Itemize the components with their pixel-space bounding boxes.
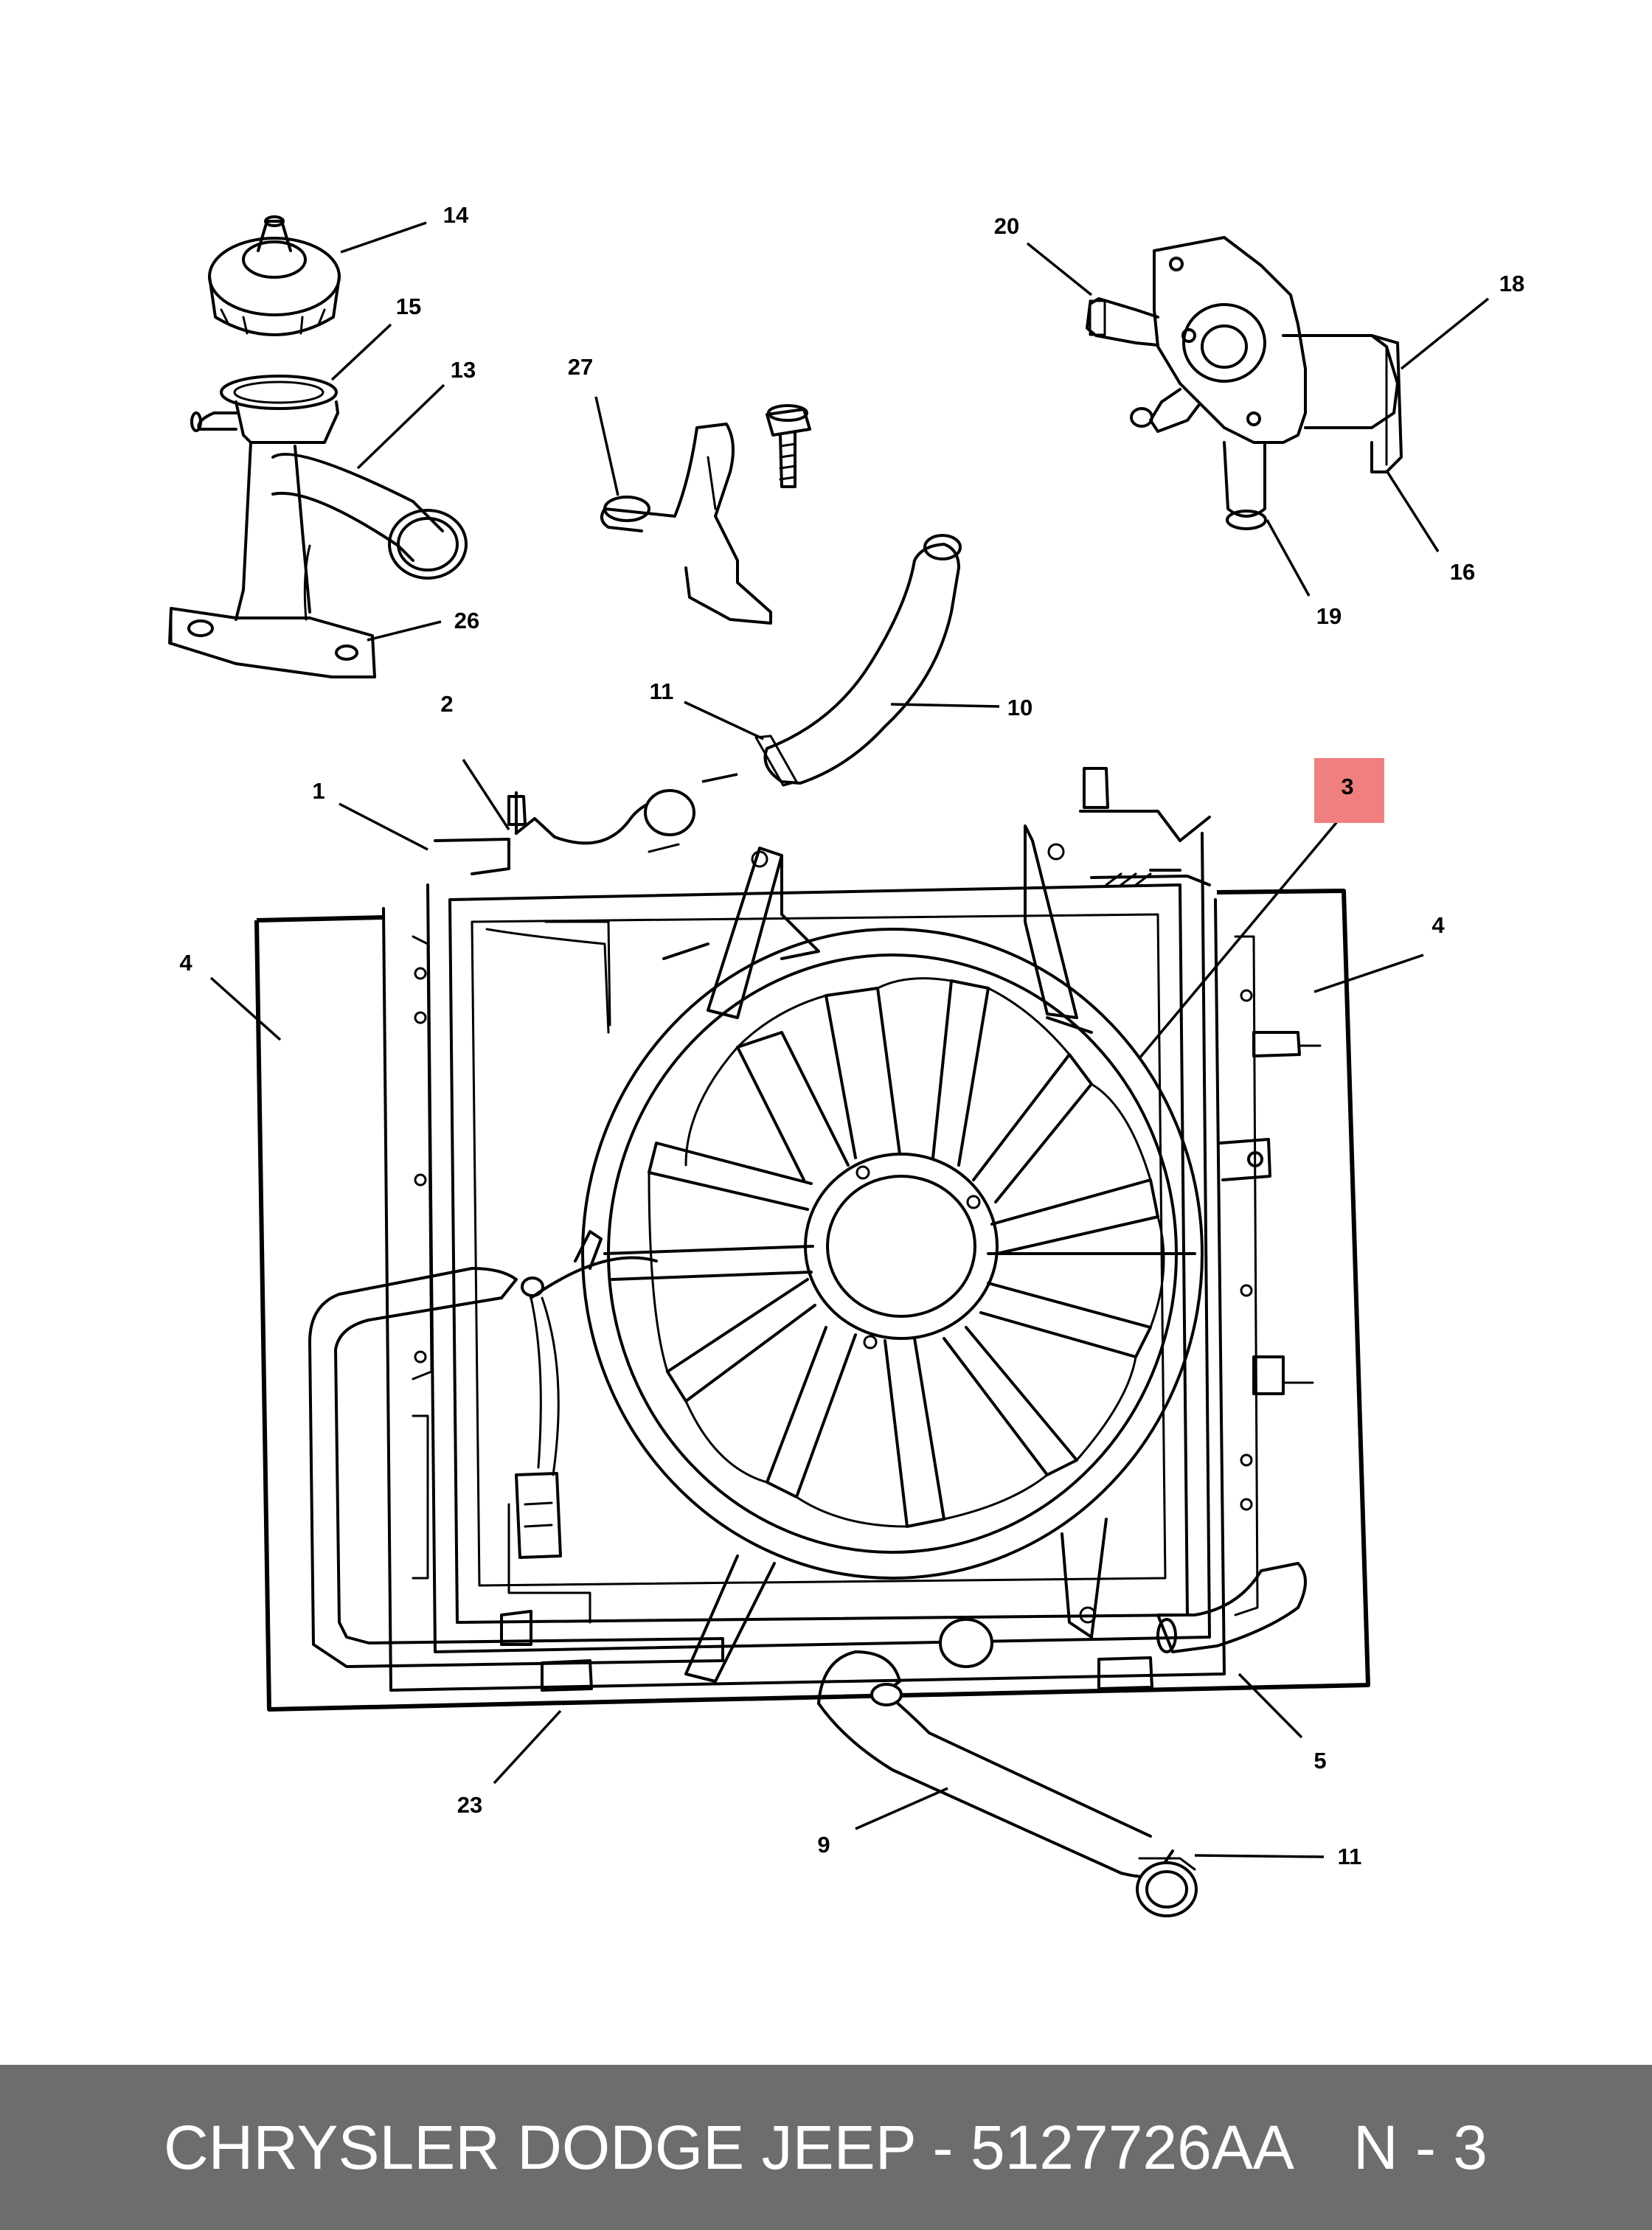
leader-lines bbox=[209, 221, 1490, 1858]
thermostat-part-14 bbox=[208, 215, 341, 336]
bolt-part-27 bbox=[766, 404, 811, 488]
parts-diagram: 14 15 13 27 26 20 18 16 19 11 10 2 1 3 4… bbox=[168, 202, 1524, 1917]
condenser-part-4 bbox=[254, 889, 1370, 1712]
callout-16: 16 bbox=[1450, 559, 1475, 585]
upper-hose-part-10 bbox=[754, 534, 962, 787]
radiator-outlet-right bbox=[1156, 1562, 1307, 1653]
callout-2: 2 bbox=[440, 691, 453, 717]
thermostat-housing-part-13 bbox=[168, 400, 468, 678]
callout-11-top: 11 bbox=[650, 678, 674, 704]
callout-18: 18 bbox=[1499, 271, 1524, 296]
lower-hose-part-9 bbox=[817, 1618, 1198, 1917]
radiator-cap-part-2 bbox=[515, 789, 695, 853]
callout-14: 14 bbox=[443, 202, 469, 228]
footer-diagram-code: N - 3 bbox=[1353, 2113, 1488, 2182]
cooling-fan-module-part-3 bbox=[581, 824, 1204, 1683]
radiator-part-5 bbox=[382, 767, 1322, 1692]
callout-11-bottom: 11 bbox=[1338, 1844, 1362, 1869]
callout-9: 9 bbox=[817, 1832, 830, 1858]
callout-labels: 14 15 13 27 26 20 18 16 19 11 10 2 1 3 4… bbox=[179, 202, 1524, 1869]
callout-19: 19 bbox=[1316, 603, 1342, 629]
callout-3: 3 bbox=[1341, 774, 1353, 799]
callout-5: 5 bbox=[1313, 1748, 1326, 1774]
gasket-part-15 bbox=[220, 375, 338, 410]
callout-27: 27 bbox=[568, 354, 593, 380]
water-outlet-housing-parts-16-18-19-20 bbox=[1086, 236, 1403, 530]
callout-13: 13 bbox=[451, 357, 476, 383]
callout-1: 1 bbox=[312, 778, 324, 804]
footer-part-number: CHRYSLER DODGE JEEP - 5127726AA bbox=[164, 2113, 1294, 2182]
footer-bar: CHRYSLER DODGE JEEP - 5127726AA N - 3 bbox=[0, 2065, 1652, 2230]
bracket-part-27 bbox=[600, 423, 772, 625]
callout-26: 26 bbox=[454, 608, 479, 633]
callout-20: 20 bbox=[994, 213, 1019, 239]
callout-23: 23 bbox=[457, 1792, 482, 1818]
callout-4-right: 4 bbox=[1431, 912, 1445, 938]
highlight-box-callout-3 bbox=[1314, 758, 1384, 823]
callout-4-left: 4 bbox=[179, 950, 192, 976]
callout-15: 15 bbox=[396, 293, 421, 319]
callout-10: 10 bbox=[1007, 695, 1032, 720]
overflow-hose-and-wiring bbox=[308, 1230, 724, 1668]
